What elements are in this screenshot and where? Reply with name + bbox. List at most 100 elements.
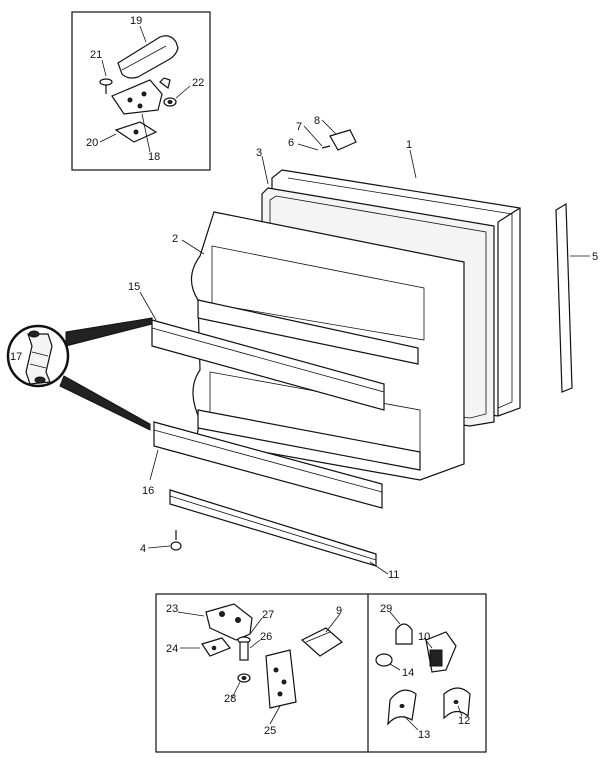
part-label-4: 4	[140, 543, 146, 555]
door-clip-right-hole	[453, 700, 459, 704]
door-stop-bracket	[329, 129, 357, 151]
part-label-3: 3	[256, 147, 262, 159]
leader-10	[423, 637, 433, 649]
outer-door-corner	[497, 207, 521, 223]
liner-shelf	[197, 299, 419, 365]
part-label-13: 13	[418, 729, 430, 741]
part-label-22: 22	[192, 77, 204, 89]
door-assembly	[139, 119, 590, 575]
leader-1	[409, 149, 417, 179]
clip-detail-line	[29, 363, 47, 369]
leader-6	[297, 143, 319, 151]
liner-recess-upper	[211, 245, 425, 341]
outer-door-inner-edge	[287, 177, 513, 409]
trim-screw-head	[170, 541, 182, 551]
leader-28	[231, 681, 241, 699]
leader-7	[303, 125, 323, 147]
part-label-1: 1	[406, 139, 412, 151]
part-label-18: 18	[148, 151, 160, 163]
leader-13	[403, 715, 419, 731]
part-label-16: 16	[142, 485, 154, 497]
door-bracket	[300, 627, 343, 657]
leader-8	[321, 119, 337, 135]
part-label-6: 6	[288, 137, 294, 149]
upper-shelf-rail-edge	[151, 327, 385, 393]
leader-20	[99, 133, 117, 143]
leader-4	[147, 545, 171, 549]
lower-hinge-bracket	[205, 603, 253, 641]
bottom-trim-edge	[169, 495, 377, 561]
lower-plate-hole	[273, 667, 279, 673]
hinge-pin	[159, 77, 171, 90]
part-label-11: 11	[388, 569, 399, 581]
leader-3	[261, 155, 269, 185]
part-number-labels: 19 21 22 20 18 8 7 6 1 3 2 5 15 17 16 4 …	[10, 15, 598, 741]
hinge-pin-body	[239, 641, 249, 661]
shelf-plug	[395, 623, 413, 645]
lower-shelf-rail-edge	[153, 429, 383, 493]
door-gasket-inner	[269, 195, 487, 419]
part-label-20: 20	[86, 137, 98, 149]
leader-12	[457, 705, 463, 717]
inset-frame-top	[71, 11, 211, 171]
lower-hinge-plate	[265, 649, 297, 709]
screw-cap	[375, 653, 393, 667]
clip-detail-knob	[28, 330, 40, 338]
hinge-cover-inset	[71, 11, 211, 171]
hinge-cover-edge	[121, 45, 167, 71]
part-label-29: 29	[380, 603, 392, 615]
leader-18	[141, 113, 151, 153]
part-label-28: 28	[224, 693, 236, 705]
side-trim-strip	[555, 202, 573, 393]
door-liner	[190, 211, 465, 481]
part-label-8: 8	[314, 115, 320, 127]
leader-19	[139, 25, 147, 43]
lower-hinge-hole	[235, 617, 241, 623]
hinge-plate-hole	[141, 91, 147, 97]
hinge-washer-hole	[167, 100, 173, 104]
clip-detail-knob	[34, 376, 46, 384]
part-label-25: 25	[264, 725, 276, 737]
lower-shim-hole	[211, 645, 217, 651]
hardware-inset	[155, 593, 487, 753]
part-label-23: 23	[166, 603, 178, 615]
lower-hinge-hole	[219, 611, 225, 617]
leader-9	[325, 613, 341, 633]
lower-plate-hole	[281, 679, 287, 685]
leader-23	[177, 611, 205, 617]
part-label-12: 12	[458, 715, 470, 727]
part-label-24: 24	[166, 643, 178, 655]
leader-26	[249, 639, 261, 649]
hinge-cover-shape	[117, 35, 179, 79]
leader-25	[269, 705, 281, 725]
part-label-5: 5	[592, 251, 598, 263]
part-label-21: 21	[90, 49, 102, 61]
hinge-plate-hole	[127, 97, 133, 103]
part-label-17: 17	[10, 351, 22, 363]
liner-bottom-shelf	[197, 409, 421, 471]
leader-2	[181, 239, 205, 255]
part-label-9: 9	[336, 605, 342, 617]
leader-22	[175, 85, 191, 99]
leader-14	[389, 663, 401, 671]
door-stop-screw	[321, 145, 331, 149]
clip-detail-line	[31, 351, 49, 357]
leader-29	[389, 611, 401, 625]
upper-shelf-rail	[151, 319, 385, 411]
lower-shelf-rail	[153, 421, 383, 509]
hinge-screw-head	[99, 78, 113, 86]
part-label-15: 15	[128, 281, 140, 293]
clip-detail-callout	[6, 317, 153, 431]
leader-21	[101, 59, 107, 77]
leader-15	[139, 291, 157, 321]
part-label-10: 10	[418, 631, 430, 643]
inset-frame-bottom	[155, 593, 487, 753]
part-label-27: 27	[262, 609, 274, 621]
leader-27	[249, 617, 263, 635]
door-clip-left-hole	[399, 704, 405, 708]
leader-16	[149, 449, 159, 481]
hinge-plate-shape	[111, 79, 163, 115]
door-bracket-fold	[305, 631, 331, 643]
leader-11	[369, 561, 389, 575]
